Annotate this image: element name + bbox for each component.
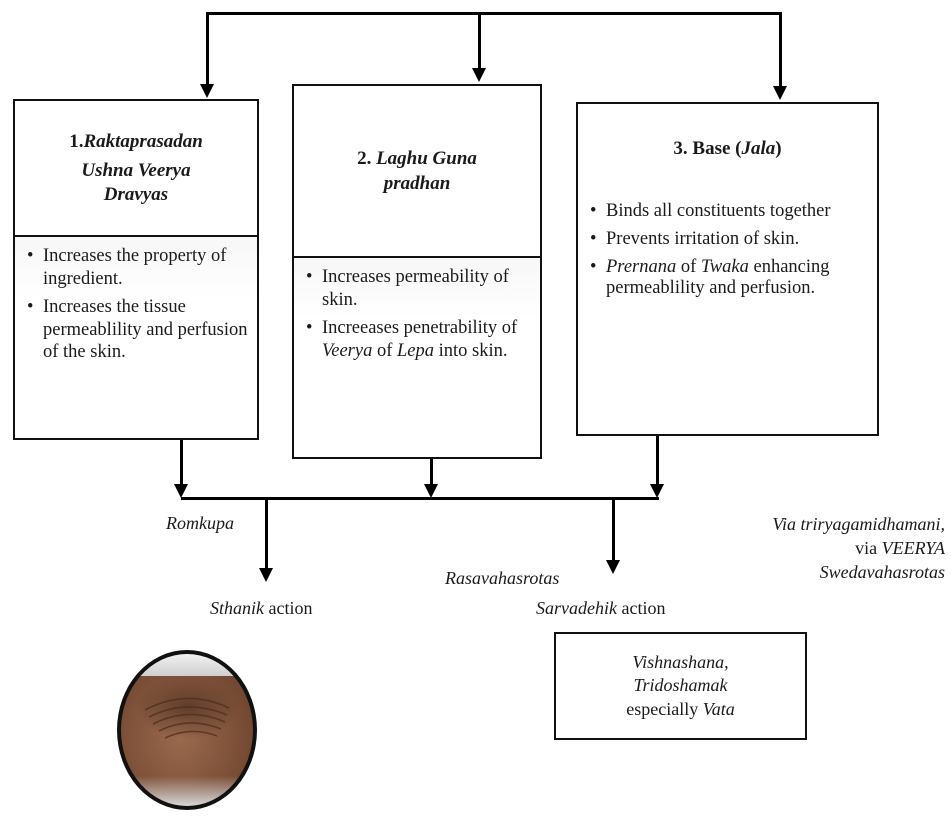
box3-body: Binds all constituents together Prevents…	[578, 193, 877, 434]
result-line-2: Tridoshamak	[633, 675, 728, 696]
box1-point-1: Increases the property of ingredient.	[27, 245, 249, 290]
knee-skin-photo-icon	[117, 650, 257, 810]
box1-title-italic-3: Dravyas	[103, 183, 169, 205]
box1-down-line	[180, 440, 183, 486]
arrow-to-box2	[472, 68, 486, 82]
box-laghu-guna: 2. Laghu Guna pradhan Increases permeabi…	[292, 84, 542, 459]
sarvadehik-line	[612, 498, 615, 562]
box3-title-italic: Jala	[741, 137, 776, 159]
result-line-1: Vishnashana,	[632, 651, 729, 672]
box1-title-num: 1.	[69, 130, 84, 152]
collector-bar	[181, 497, 659, 500]
box3-title-pre: 3. Base (	[673, 137, 742, 159]
box2-point-1: Increases permeability of skin.	[306, 266, 534, 311]
result-line-3: especially Vata	[626, 698, 735, 719]
box3-title: 3. Base (Jala)	[578, 104, 877, 193]
box3-point-3: Prernana of Twaka enhancing permeablilit…	[590, 257, 871, 301]
box2-down-line	[430, 459, 433, 486]
skin-creases	[144, 697, 230, 739]
rasavaha-label: Rasavahasrotas	[445, 568, 560, 588]
drop-line-3	[779, 12, 782, 88]
box2-title-italic-2: pradhan	[383, 173, 451, 194]
sthanik-action-label: Sthanik action	[210, 598, 313, 618]
via-label: Via triryagamidhamani, via VEERYA Swedav…	[772, 514, 945, 582]
box1-point-2: Increases the tissue permeablility and p…	[27, 296, 249, 364]
box1-body: Increases the property of ingredient. In…	[15, 237, 257, 438]
result-box: Vishnashana, Tridoshamak especially Vata	[554, 632, 807, 740]
box3-title-post: )	[775, 137, 782, 159]
sarvadehik-arrow	[606, 560, 620, 574]
box2-down-arrow	[424, 484, 438, 498]
box2-title-italic-1: Laghu Guna	[376, 147, 477, 169]
box1-title-italic-2: Ushna Veerya	[81, 160, 191, 182]
box1-title-italic-1: Raktaprasadan	[83, 130, 203, 152]
box2-body: Increases permeability of skin. Increeas…	[294, 258, 540, 457]
top-connector	[207, 12, 780, 15]
box3-point-1: Binds all constituents together	[590, 201, 871, 223]
box2-title: 2. Laghu Guna pradhan	[294, 86, 540, 258]
sarvadehik-action-label: Sarvadehik action	[536, 598, 666, 618]
box3-down-arrow	[650, 484, 664, 498]
arrow-to-box1	[200, 84, 214, 98]
box3-down-line	[656, 436, 659, 486]
box-raktaprasadan: 1.Raktaprasadan Ushna Veerya Dravyas Inc…	[13, 99, 259, 440]
box2-point-2: Increeases penetrability of Veerya of Le…	[306, 317, 534, 362]
box2-title-num: 2.	[357, 147, 372, 169]
box1-title: 1.Raktaprasadan Ushna Veerya Dravyas	[15, 101, 257, 237]
drop-line-2	[478, 12, 481, 70]
box1-down-arrow	[174, 484, 188, 498]
box-base-jala: 3. Base (Jala) Binds all constituents to…	[576, 102, 879, 436]
romkupa-label: Romkupa	[166, 513, 234, 533]
sthanik-line	[265, 498, 268, 570]
box3-point-2: Prevents irritation of skin.	[590, 229, 871, 251]
arrow-to-box3	[773, 86, 787, 100]
drop-line-1	[206, 12, 209, 86]
sthanik-arrow	[259, 568, 273, 582]
